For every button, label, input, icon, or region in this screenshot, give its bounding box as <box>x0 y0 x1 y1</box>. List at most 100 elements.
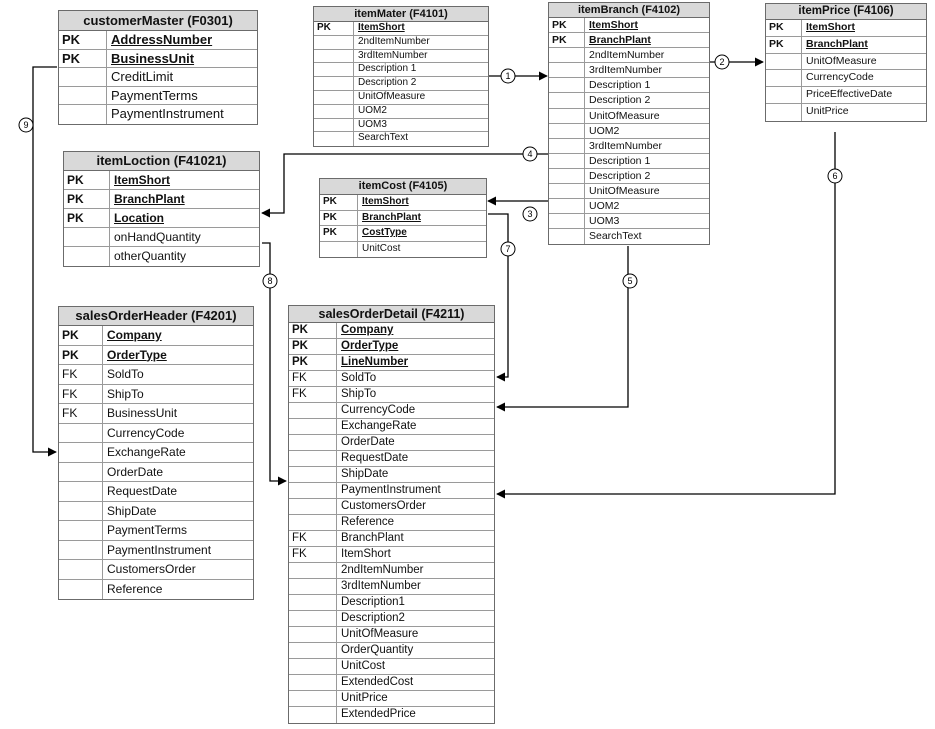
table-row: CustomersOrder <box>289 499 494 515</box>
field-name: ExtendedPrice <box>341 708 416 720</box>
field-name: Description 2 <box>589 169 651 182</box>
field-name: Description 2 <box>589 94 651 107</box>
field-key: PK <box>320 226 358 241</box>
field-name: BranchPlant <box>341 532 404 544</box>
field-key <box>59 423 103 442</box>
field-name: BranchPlant <box>362 211 421 223</box>
field-name: ShipDate <box>107 503 157 518</box>
table-title: itemMater (F4101) <box>314 7 488 22</box>
table-row: UnitOfMeasure <box>766 53 926 71</box>
field-name: CustomersOrder <box>341 500 426 512</box>
field-name: otherQuantity <box>114 249 187 263</box>
field-key <box>766 103 802 121</box>
field-name: UnitOfMeasure <box>589 185 660 198</box>
field-key <box>320 241 358 257</box>
field-key: PK <box>766 20 802 36</box>
table-row: otherQuantity <box>64 247 259 266</box>
relationship-rel-1: 1 <box>489 68 548 84</box>
field-name: SoldTo <box>341 372 377 384</box>
field-name: Reference <box>341 516 395 528</box>
field-key <box>314 132 354 147</box>
field-name: ItemShort <box>362 196 409 207</box>
table-row: PK ItemShort <box>320 195 486 211</box>
field-name: BranchPlant <box>589 34 651 47</box>
relationship-rel-4: 4 <box>261 146 548 218</box>
relationship-rel-3: 3 <box>487 196 548 222</box>
field-key: FK <box>289 547 337 562</box>
table-row: UnitPrice <box>766 103 926 121</box>
relationship-rel-2: 2 <box>710 54 764 70</box>
table-row: ShipDate <box>59 501 253 521</box>
field-name: ShipDate <box>341 468 389 480</box>
field-key <box>289 643 337 658</box>
table-row: CustomersOrder <box>59 560 253 580</box>
field-key <box>289 659 337 674</box>
table-row: FK ItemShort <box>289 547 494 563</box>
field-key <box>59 68 107 86</box>
field-name: Description 1 <box>358 63 417 75</box>
relationship-number: 2 <box>719 57 724 67</box>
field-name: Location <box>114 211 164 225</box>
field-key <box>549 123 585 138</box>
field-key <box>549 153 585 168</box>
relationship-number: 5 <box>627 276 632 286</box>
table-row: UnitOfMeasure <box>549 108 709 124</box>
field-name: ItemShort <box>114 173 171 187</box>
field-key <box>289 435 337 450</box>
field-key <box>289 499 337 514</box>
field-name: RequestDate <box>107 484 178 498</box>
relationship-rel-6: 6 <box>496 132 843 499</box>
table-row: PaymentInstrument <box>289 483 494 499</box>
field-key: PK <box>320 210 358 225</box>
field-name: 2ndItemNumber <box>589 49 665 62</box>
field-key <box>289 707 337 723</box>
table-row: 2ndItemNumber <box>289 563 494 579</box>
field-key <box>549 93 585 108</box>
field-name: PaymentTerms <box>107 523 188 537</box>
field-key <box>289 451 337 466</box>
field-key <box>549 78 585 93</box>
field-key: PK <box>320 195 358 210</box>
field-name: ItemShort <box>341 548 391 560</box>
field-name: Description 1 <box>589 154 651 167</box>
table-row: CurrencyCode <box>289 403 494 419</box>
field-key <box>59 482 103 501</box>
table-row: PK BranchPlant <box>320 210 486 226</box>
table-row: UOM3 <box>549 214 709 230</box>
field-name: PaymentInstrument <box>341 484 441 496</box>
table-row: UnitCost <box>289 659 494 675</box>
connector-line <box>496 132 836 499</box>
field-key <box>314 118 354 132</box>
table-row: Description 2 <box>549 168 709 185</box>
table-row: PaymentTerms <box>59 86 257 106</box>
table-title: customerMaster (F0301) <box>59 11 257 31</box>
field-name: ExchangeRate <box>107 445 186 459</box>
field-key: FK <box>59 384 103 403</box>
field-name: ItemShort <box>358 22 405 33</box>
field-key: FK <box>59 365 103 384</box>
field-name: SearchText <box>589 230 642 243</box>
field-name: Description 1 <box>589 79 651 92</box>
field-key <box>289 563 337 578</box>
field-key: FK <box>289 371 337 386</box>
field-key <box>59 86 107 105</box>
table-row: OrderDate <box>59 462 253 482</box>
relationship-number: 9 <box>23 120 28 130</box>
field-name: BusinessUnit <box>107 406 178 420</box>
field-key <box>59 462 103 481</box>
field-key <box>549 184 585 199</box>
field-name: SearchText <box>358 132 409 144</box>
table-row: UnitOfMeasure <box>314 90 488 105</box>
field-name: BusinessUnit <box>111 50 195 66</box>
field-key <box>59 540 103 559</box>
field-name: UnitOfMeasure <box>806 54 877 67</box>
field-name: 2ndItemNumber <box>341 564 424 576</box>
field-name: UOM2 <box>589 124 620 137</box>
field-name: UnitCost <box>341 660 386 672</box>
